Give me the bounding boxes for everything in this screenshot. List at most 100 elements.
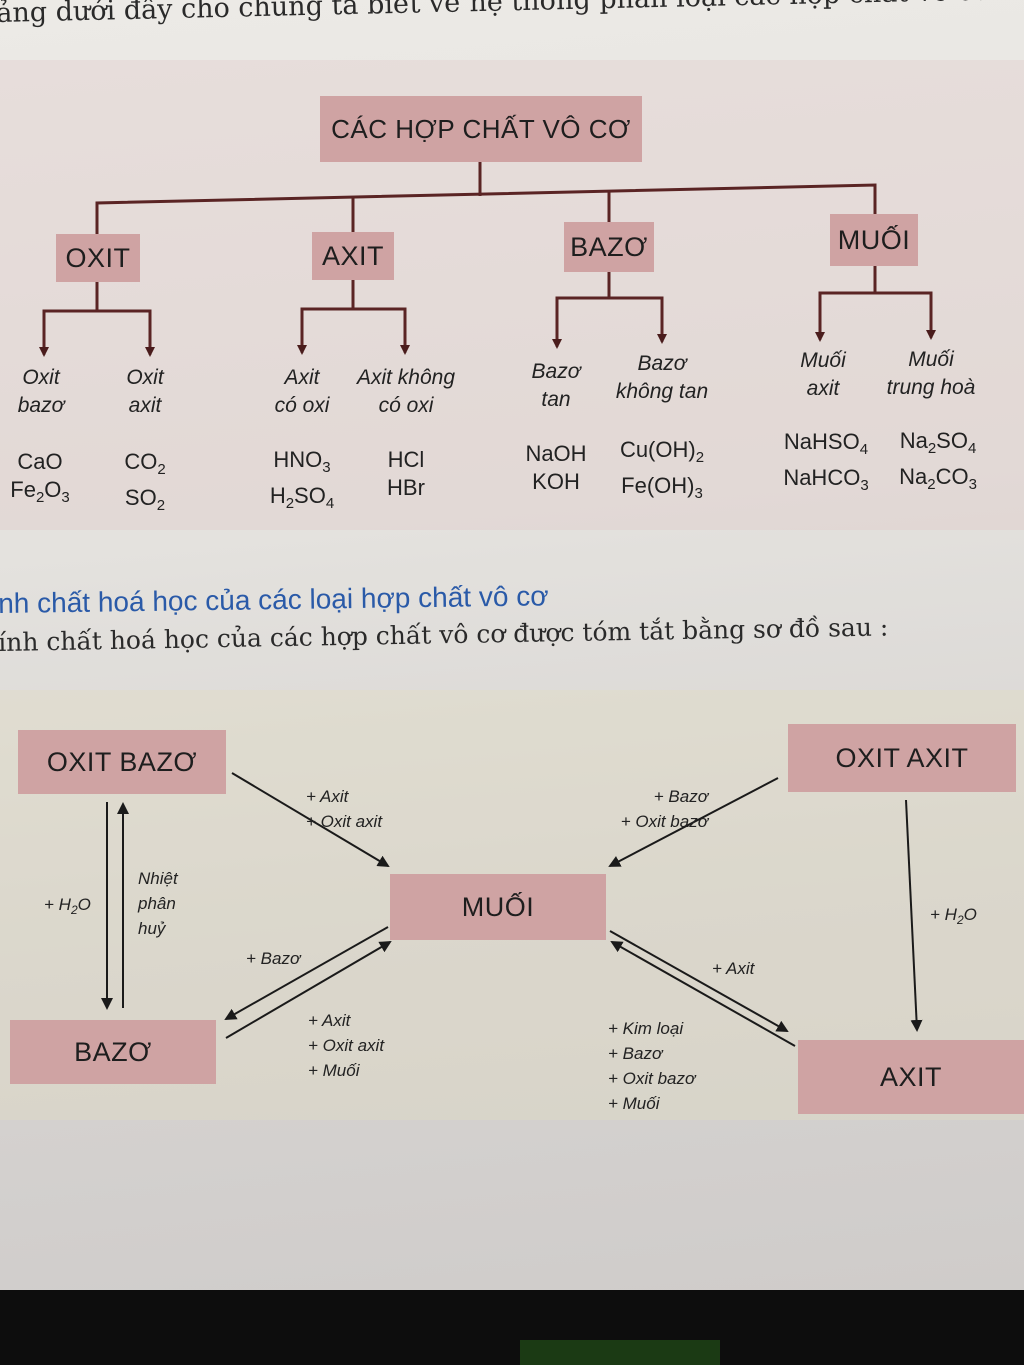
formula-subscript: 3 xyxy=(860,477,869,494)
formula-text: CO xyxy=(935,464,969,489)
formula-text: HCl xyxy=(387,447,425,472)
reagent-text: O xyxy=(77,895,91,914)
reagent-subscript: 2 xyxy=(956,913,964,927)
diagram-lines xyxy=(39,160,936,1032)
node-label-bazo: BAZƠ xyxy=(74,1036,152,1067)
label-oxit-axit-to-muoi: + Bazơ + Oxit bazơ xyxy=(620,787,708,831)
formula: HNO3 xyxy=(258,446,346,482)
node-label-oxit-axit: OXIT AXIT xyxy=(835,742,969,773)
formula: Cu(OH)2 xyxy=(606,436,718,472)
label-muoi-to-bazo: + Bazơ xyxy=(246,949,301,968)
formula-text: SO xyxy=(936,428,968,453)
subtype-label-oxit-axit: Oxit axit xyxy=(126,366,164,417)
examples-bazo-tan: NaOH KOH xyxy=(516,440,596,496)
group-label-oxit: OXIT xyxy=(65,242,131,273)
group-label-muoi: MUỐI xyxy=(837,224,911,255)
label-oxit-bazo-to-bazo: + H2O xyxy=(44,892,108,923)
node-oxit-axit: OXIT AXIT xyxy=(788,724,1016,792)
group-box-oxit: OXIT xyxy=(56,234,140,282)
page-bottom-edge xyxy=(0,1290,1024,1365)
root-label: CÁC HỢP CHẤT VÔ CƠ xyxy=(331,113,631,144)
formula-subscript: 2 xyxy=(157,461,166,478)
formula-subscript: 2 xyxy=(695,449,705,466)
formula-subscript: 4 xyxy=(859,441,869,458)
formula-subscript: 2 xyxy=(285,495,295,512)
formula-subscript: 4 xyxy=(325,495,335,512)
formula-subscript: 2 xyxy=(927,440,937,457)
reagent-text: O xyxy=(963,905,977,924)
label-muoi-to-axit: + Axit xyxy=(712,959,755,978)
formula: NaHSO4 xyxy=(774,428,878,464)
formula: H2SO4 xyxy=(258,482,346,518)
subtype-label-axit-khong-oxi: Axit không có oxi xyxy=(356,366,456,417)
root-box: CÁC HỢP CHẤT VÔ CƠ xyxy=(320,96,642,162)
formula-text: SO xyxy=(124,485,157,510)
formula-subscript: 2 xyxy=(35,489,45,506)
label-oxit-bazo-to-muoi: + Axit + Oxit axit xyxy=(306,787,383,831)
reagent-text: + H xyxy=(44,895,71,914)
formula: CaO xyxy=(0,448,80,476)
subtype-label-bazo-tan: Bazơ tan xyxy=(531,360,581,411)
subtype-label-muoi-trung-hoa: Muối trung hoà xyxy=(886,348,976,399)
group-label-axit: AXIT xyxy=(321,240,384,271)
formula-text: O xyxy=(44,477,62,502)
formula-text: Na xyxy=(899,428,928,453)
label-bazo-to-oxit-bazo: Nhiệt phân huỷ xyxy=(138,869,178,938)
formula-text: CO xyxy=(124,449,158,474)
formula: NaHCO3 xyxy=(774,464,878,500)
formula-text: KOH xyxy=(532,469,580,494)
node-axit: AXIT xyxy=(798,1040,1024,1114)
desk-surface xyxy=(520,1340,720,1365)
formula: Na2SO4 xyxy=(886,427,990,463)
subtype-label-oxit-bazo: Oxit bazơ xyxy=(17,366,65,417)
formula: Fe(OH)3 xyxy=(606,472,718,508)
subtype-label-muoi-axit: Muối axit xyxy=(800,349,846,400)
group-box-bazo: BAZƠ xyxy=(564,222,654,272)
formula: CO2 xyxy=(108,448,182,484)
group-box-axit: AXIT xyxy=(312,232,394,280)
node-label-muoi: MUỐI xyxy=(461,891,535,922)
formula-text: HNO xyxy=(273,447,323,472)
label-bazo-to-muoi: + Axit + Oxit axit + Muối xyxy=(308,1011,385,1080)
subtype-label-axit-co-oxi: Axit có oxi xyxy=(274,366,330,417)
subtype-label-bazo-khong-tan: Bazơ không tan xyxy=(615,352,709,403)
formula: Na2CO3 xyxy=(886,463,990,499)
formula-subscript: 3 xyxy=(322,459,331,476)
formula-subscript: 3 xyxy=(694,485,703,502)
formula: HCl xyxy=(370,446,442,474)
formula-text: NaHSO xyxy=(783,429,860,454)
formula: KOH xyxy=(516,468,596,496)
formula-text: Fe xyxy=(10,477,36,502)
formula-text: CaO xyxy=(17,449,63,474)
textbook-page: ảng dưới đây cho chúng ta biết về hệ thố… xyxy=(0,0,1024,1290)
formula: SO2 xyxy=(108,484,182,520)
node-bazo: BAZƠ xyxy=(10,1020,216,1084)
node-muoi: MUỐI xyxy=(390,874,606,940)
formula-text: NaOH xyxy=(525,441,587,466)
formula: NaOH xyxy=(516,440,596,468)
formula-text: Cu(OH) xyxy=(619,437,696,462)
reagent-subscript: 2 xyxy=(70,903,78,917)
formula: Fe2O3 xyxy=(0,476,80,512)
group-box-muoi: MUỐI xyxy=(830,214,918,266)
formula-subscript: 3 xyxy=(61,489,70,506)
node-label-oxit-bazo: OXIT BAZƠ xyxy=(46,746,198,777)
formula-text: Fe(OH) xyxy=(621,473,695,498)
formula: HBr xyxy=(370,474,442,502)
label-axit-to-muoi: + Kim loại + Bazơ + Oxit bazơ + Muối xyxy=(608,1019,696,1113)
group-label-bazo: BAZƠ xyxy=(570,231,648,262)
node-label-axit: AXIT xyxy=(879,1061,942,1092)
formula-subscript: 2 xyxy=(156,497,166,514)
formula-subscript: 3 xyxy=(968,476,977,493)
formula-text: SO xyxy=(294,483,326,508)
formula-text: Na xyxy=(899,464,928,489)
formula-text: NaHCO xyxy=(783,465,861,490)
formula-text: H xyxy=(269,483,286,508)
